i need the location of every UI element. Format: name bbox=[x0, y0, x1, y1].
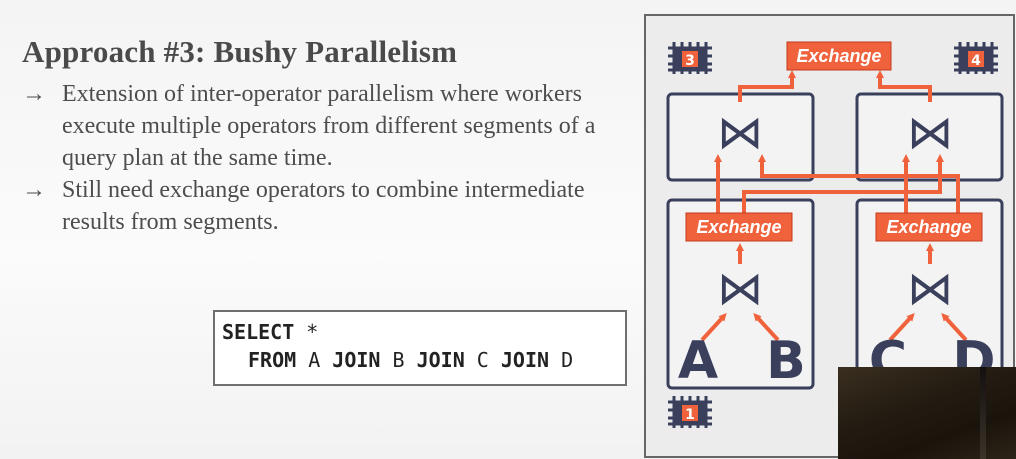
sql-line-1: SELECT * bbox=[222, 318, 625, 346]
sql-line-2: FROM A JOIN B JOIN C JOIN D bbox=[222, 346, 625, 374]
exchange-link-right bbox=[876, 70, 932, 102]
sql-query-box: SELECT * FROM A JOIN B JOIN C JOIN D bbox=[213, 310, 627, 386]
arrow-b-to-join bbox=[753, 313, 780, 342]
arrow-icon: → bbox=[22, 177, 46, 203]
arrow-c-to-join bbox=[888, 313, 915, 342]
join-icon-bottom-right: ⋈ bbox=[907, 261, 953, 315]
sql-keyword: JOIN bbox=[500, 348, 550, 372]
cpu-label-4: 4 bbox=[971, 53, 981, 69]
arrow-d-to-join bbox=[941, 313, 968, 342]
cpu-icon-1: 1 bbox=[668, 396, 712, 428]
bullet-text: Extension of inter-operator parallelism … bbox=[62, 81, 596, 171]
exchange-right: Exchange bbox=[875, 212, 983, 242]
slide-title: Approach #3: Bushy Parallelism bbox=[22, 34, 458, 69]
table-a: A bbox=[678, 331, 718, 391]
bullet-text: Still need exchange operators to combine… bbox=[62, 177, 585, 235]
cpu-label-1: 1 bbox=[685, 407, 695, 423]
webcam-edge bbox=[980, 367, 986, 459]
sql-token: * bbox=[294, 320, 319, 344]
exchange-top-label: Exchange bbox=[796, 46, 881, 66]
bullet-list: → Extension of inter-operator parallelis… bbox=[22, 78, 602, 238]
sql-keyword: JOIN bbox=[416, 348, 465, 372]
bushy-plan-diagram: Exchange Exchange Exchange ⋈ ⋈ ⋈ ⋈ A B C… bbox=[644, 14, 1015, 458]
sql-token: B bbox=[380, 348, 417, 372]
webcam-overlay bbox=[838, 367, 1016, 459]
bullet-item: → Extension of inter-operator parallelis… bbox=[22, 78, 602, 174]
cpu-label-3: 3 bbox=[685, 53, 695, 69]
sql-keyword: SELECT bbox=[222, 320, 295, 344]
sql-keyword: JOIN bbox=[332, 348, 381, 372]
cpu-icon-3: 3 bbox=[668, 42, 712, 74]
arrow-a-to-join bbox=[700, 313, 727, 342]
sql-token: D bbox=[549, 348, 574, 372]
join-icon-bottom-left: ⋈ bbox=[717, 261, 763, 315]
arrow-icon: → bbox=[22, 81, 46, 107]
bullet-item: → Still need exchange operators to combi… bbox=[22, 174, 602, 238]
exchange-link-left bbox=[738, 70, 796, 102]
sql-token: C bbox=[464, 348, 501, 372]
exchange-left-label: Exchange bbox=[696, 217, 781, 237]
exchange-right-label: Exchange bbox=[886, 217, 971, 237]
join-icon-top-right: ⋈ bbox=[907, 105, 953, 159]
exchange-top: Exchange bbox=[786, 41, 892, 71]
table-b: B bbox=[766, 331, 806, 391]
sql-token: A bbox=[296, 348, 333, 372]
cpu-icon-4: 4 bbox=[954, 42, 998, 74]
exchange-left: Exchange bbox=[685, 212, 793, 242]
join-icon-top-left: ⋈ bbox=[717, 105, 763, 159]
sql-keyword: FROM bbox=[248, 348, 297, 372]
cross-link-right-to-left bbox=[758, 154, 960, 213]
